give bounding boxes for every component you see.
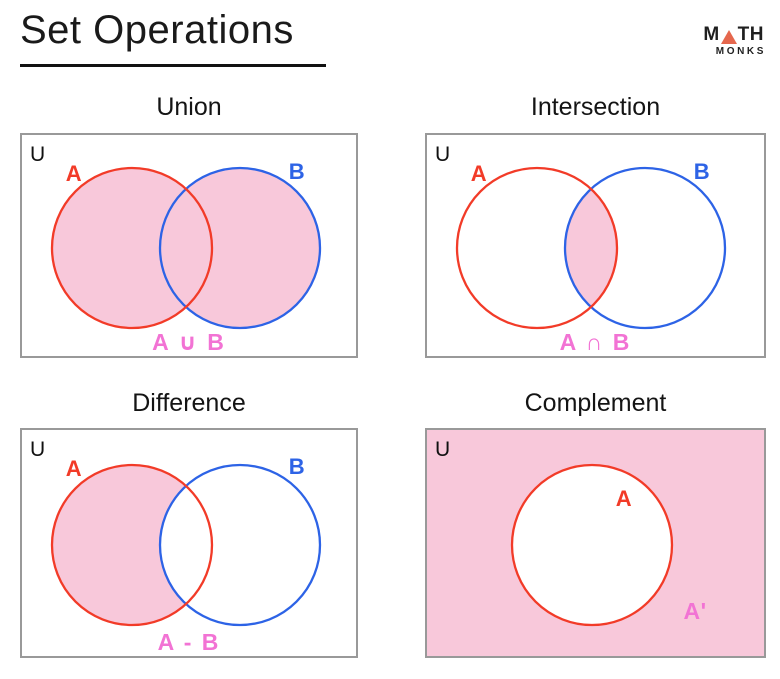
venn-diagram-complement: U A A' [425, 428, 766, 658]
logo-letters-th: TH [737, 24, 764, 45]
set-a-label: A [616, 486, 632, 511]
logo-letter-m: M [703, 24, 720, 45]
logo-triangle-icon [720, 30, 737, 44]
set-a-label: A [66, 161, 82, 186]
mathmonks-logo: M TH MONKS [703, 25, 764, 57]
formula-label: A ∩ B [560, 329, 632, 355]
universal-set-label: U [435, 143, 451, 166]
panel-title-union: Union [156, 93, 222, 121]
venn-svg-complement: U A A' [425, 428, 766, 658]
set-a-circle [455, 166, 619, 330]
universal-set-label: U [435, 438, 451, 461]
complement-label: A' [683, 598, 706, 624]
title-underline [20, 64, 326, 67]
panel-title-intersection: Intersection [530, 93, 661, 121]
set-b-circle [158, 166, 322, 330]
set-b-label: B [289, 159, 305, 184]
universal-set-label: U [30, 143, 46, 166]
venn-svg-union: UA B A ∪ B [20, 133, 358, 358]
panel-title-difference: Difference [132, 389, 246, 417]
set-a-label: A [471, 161, 487, 186]
universal-set-label: U [30, 438, 46, 461]
venn-svg-intersection: UA B A ∩ B [425, 133, 766, 358]
set-a-circle [50, 463, 214, 627]
venn-svg-difference: UA B A - B [20, 428, 358, 658]
logo-word-math: M TH [703, 25, 764, 44]
page-title: Set Operations [20, 8, 294, 52]
formula-label: A - B [158, 629, 221, 655]
set-a-circle [510, 463, 674, 627]
set-b-label: B [289, 454, 305, 479]
set-b-circle [158, 463, 322, 627]
panel-title-complement: Complement [524, 389, 667, 417]
logo-word-monks: MONKS [715, 46, 766, 57]
set-b-circle [563, 166, 727, 330]
set-b-label: B [694, 159, 710, 184]
set-a-circle [50, 166, 214, 330]
set-a-label: A [66, 456, 82, 481]
formula-label: A ∪ B [152, 329, 226, 355]
